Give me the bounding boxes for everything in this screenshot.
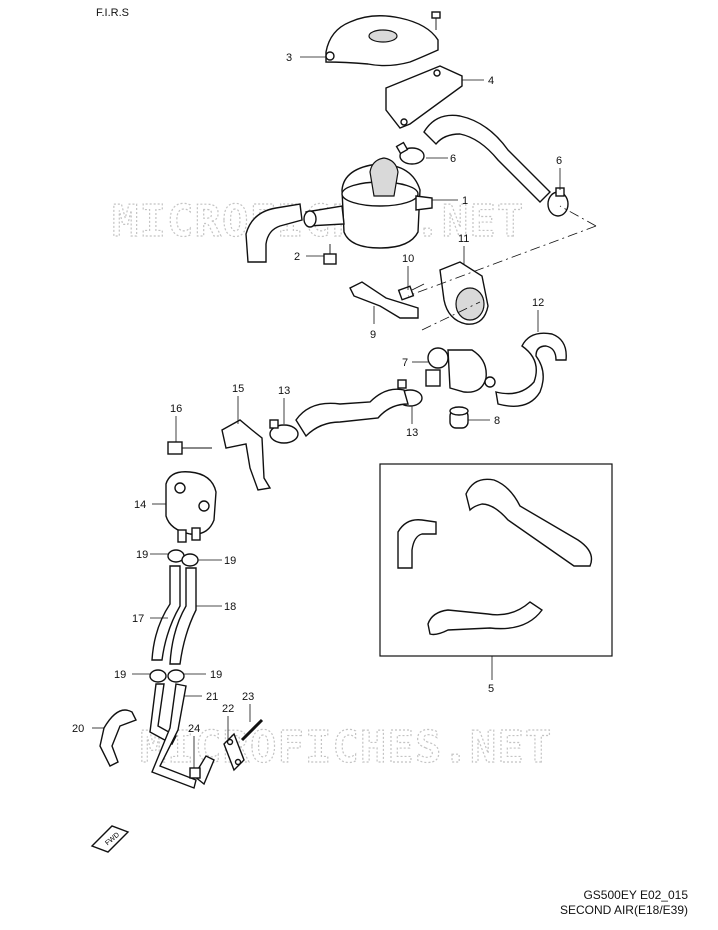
callout-14: 14: [134, 499, 146, 511]
part-4-bracket: [385, 65, 463, 129]
callout-2: 2: [294, 251, 300, 263]
part-5-kit-box: [379, 463, 613, 657]
assembly-line-1: [407, 225, 597, 297]
middle-air-hose: [295, 388, 409, 438]
callout-6b: 6: [556, 155, 562, 167]
footer-title: SECOND AIR(E18/E39): [559, 903, 688, 917]
part-12-hose: [495, 332, 567, 407]
upper-air-hose: [423, 114, 551, 203]
callout-15: 15: [232, 383, 244, 395]
part-18-hose: [169, 567, 197, 665]
part-23-stud: [240, 718, 264, 742]
part-11-holder: [439, 261, 489, 325]
part-6-clamp-b: [547, 187, 569, 217]
header-fragment: F.I.R.S: [96, 7, 129, 19]
callout-18: 18: [224, 601, 236, 613]
callout-4: 4: [488, 75, 494, 87]
part-20-pipe: [99, 709, 137, 767]
callout-22: 22: [222, 703, 234, 715]
part-2-bolt: [323, 244, 337, 265]
callout-10: 10: [402, 253, 414, 265]
part-13-clamp-b: [269, 419, 299, 444]
callout-16: 16: [170, 403, 182, 415]
part-24-nut: [189, 767, 201, 779]
callout-19b: 19: [224, 555, 236, 567]
callout-9: 9: [370, 329, 376, 341]
callout-6a: 6: [450, 153, 456, 165]
callout-11: 11: [458, 233, 469, 245]
callout-19a: 19: [136, 549, 148, 561]
footer-code: GS500EY E02_015: [583, 888, 688, 902]
callout-13b: 13: [406, 427, 418, 439]
part-5-hose-s: [427, 601, 543, 636]
part-21-pipe: [149, 683, 177, 745]
part-3-cover: [325, 11, 441, 67]
part-21-pipe-b: [151, 683, 197, 789]
part-9-bracket: [349, 281, 419, 319]
callout-21: 21: [206, 691, 218, 703]
part-1-canister: [303, 157, 433, 249]
callout-19c: 19: [114, 669, 126, 681]
part-10-bolt: [397, 283, 425, 301]
callout-1: 1: [462, 195, 468, 207]
part-17-hose: [151, 565, 181, 661]
part-14-valve-body: [165, 471, 217, 543]
part-5-hose-long: [465, 478, 593, 567]
callout-3: 3: [286, 52, 292, 64]
callout-17: 17: [132, 613, 144, 625]
part-19-clamp-d: [167, 669, 185, 683]
part-8-cap: [449, 406, 469, 429]
callout-8: 8: [494, 415, 500, 427]
part-19-clamp-b: [181, 553, 199, 567]
part-16-bolt: [167, 441, 212, 455]
part-5-hose-elbow: [397, 519, 437, 569]
part-22-gasket: [223, 732, 245, 772]
part-15-bracket: [221, 419, 272, 491]
callout-24: 24: [188, 723, 200, 735]
fwd-arrow-icon: FWD: [90, 825, 130, 853]
callout-23: 23: [242, 691, 254, 703]
part-6-clamp-a: [395, 141, 425, 165]
callout-5: 5: [488, 683, 494, 695]
part-7-reed-valve: [425, 347, 496, 393]
callout-13a: 13: [278, 385, 290, 397]
callout-20: 20: [72, 723, 84, 735]
callout-19d: 19: [210, 669, 222, 681]
part-19-clamp-c: [149, 669, 167, 683]
assembly-line-2: [559, 205, 597, 227]
left-elbow-hose: [245, 203, 303, 263]
callout-7: 7: [402, 357, 408, 369]
callout-12: 12: [532, 297, 544, 309]
